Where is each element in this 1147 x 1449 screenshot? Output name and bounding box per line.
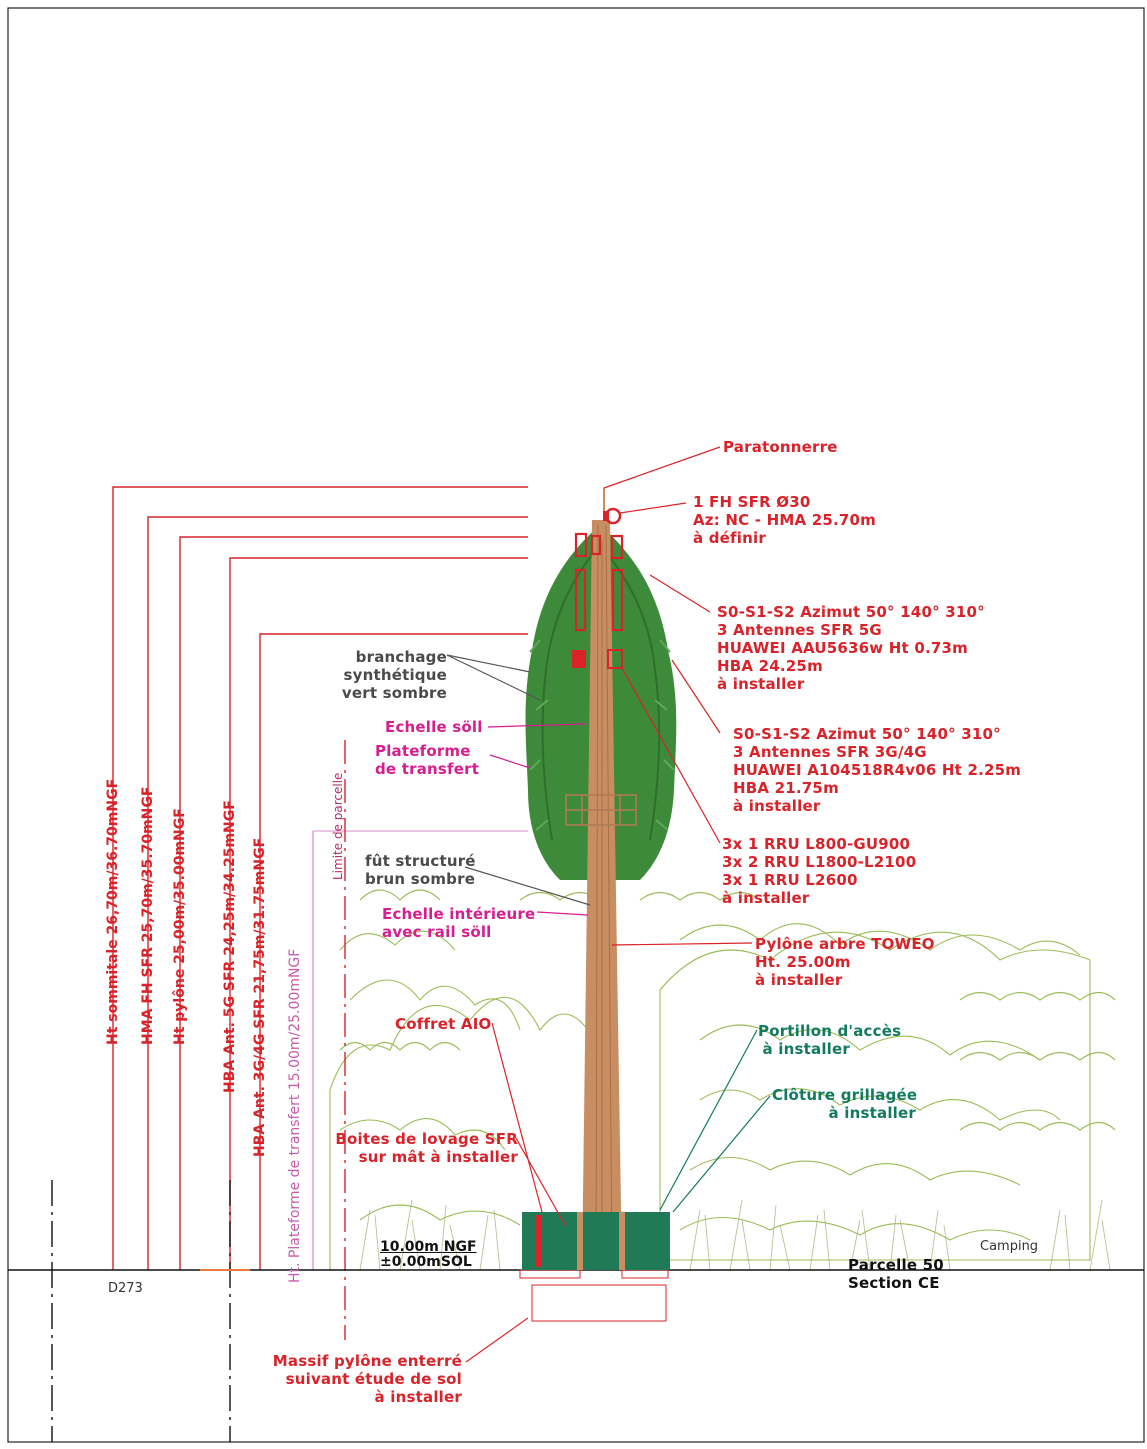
coffret-label: Coffret AIO <box>395 1015 492 1033</box>
leader-lines <box>446 446 771 1363</box>
microwave-dish-icon <box>603 507 622 525</box>
road-d273-label: D273 <box>108 1281 143 1296</box>
height-hba-3g4g-label: HBA Ant. 3G/4G SFR 21,75m/31.75mNGF <box>252 837 268 1157</box>
footing-right <box>621 1269 669 1279</box>
height-hma-fh-label: HMA FH SFR 25,70m/35.70mNGF <box>140 786 156 1045</box>
camping-label: Camping <box>980 1239 1039 1254</box>
rru-icon <box>572 649 623 669</box>
transfer-platform <box>565 794 637 826</box>
grass-strokes <box>359 1199 1111 1271</box>
trunk-through-fence <box>577 1212 625 1270</box>
foundation-massif <box>531 1284 667 1322</box>
echelle-soil-label: Echelle söll <box>385 718 483 736</box>
height-hba-5g-label: HBA Ant. 5G SFR 24,25m/34.25mNGF <box>222 800 238 1093</box>
antennas-3g4g-label: S0-S1-S2 Azimut 50° 140° 310°3 Antennes … <box>733 725 1022 815</box>
fence-enclosure <box>522 1212 670 1270</box>
antennas-5g-label: S0-S1-S2 Azimut 50° 140° 310°3 Antennes … <box>717 603 985 693</box>
sol-level-label: ±0.00mSOL <box>380 1254 472 1270</box>
sheet-frame <box>7 7 1145 1443</box>
height-plateforme-label: Ht. Plateforme de transfert 15.00m/25.00… <box>287 948 303 1283</box>
height-sommitale-label: Ht sommitale 26,70m/36.70mNGF <box>105 778 121 1045</box>
cable-box <box>535 1215 541 1267</box>
ngf-level-label: 10.00m NGF <box>380 1239 477 1255</box>
footing-left <box>519 1269 581 1279</box>
dimension-lines <box>112 486 528 1270</box>
parcel-limit-label: Limite de parcelle <box>331 772 345 880</box>
lightning-rod-label: Paratonnerre <box>723 438 838 456</box>
antenna-icon <box>574 532 624 632</box>
background-vegetation <box>329 889 1116 1271</box>
height-pylone-label: Ht pylône 25,00m/35.00mNGF <box>172 808 188 1045</box>
